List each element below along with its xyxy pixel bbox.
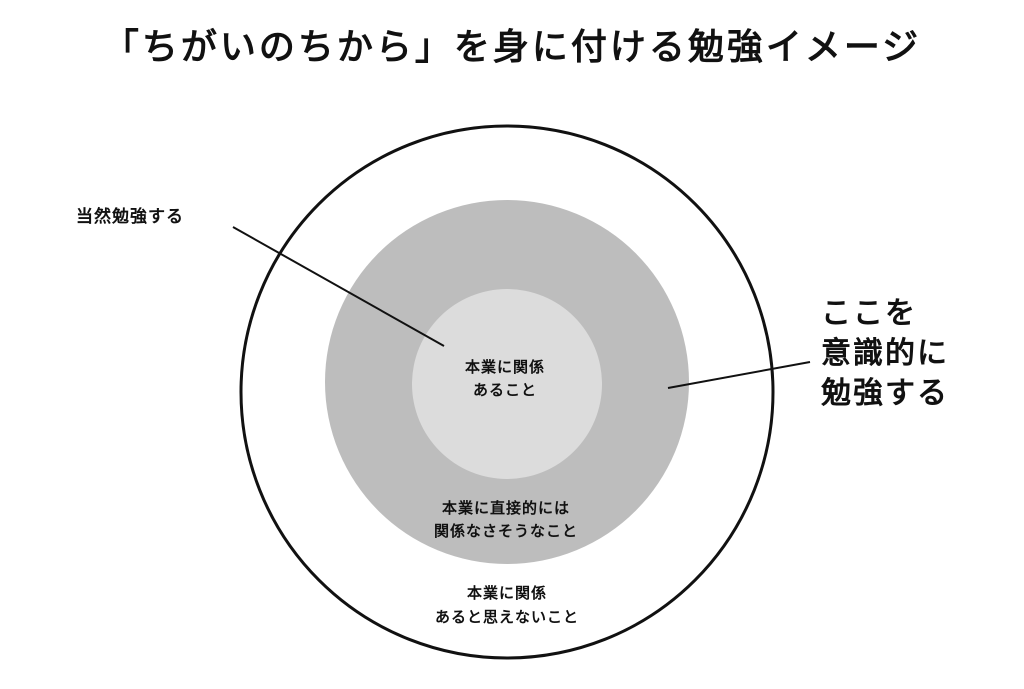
default-study-label: 当然勉強する bbox=[76, 207, 184, 227]
focus-leader-line bbox=[667, 361, 811, 389]
middle-label-line-1: 本業に直接的には bbox=[441, 499, 571, 517]
focus-label-line-3: 勉強する bbox=[821, 376, 949, 411]
middle-label-line-2: 関係なさそうなこと bbox=[433, 522, 579, 540]
outer-ring-label: 本業に関係 あると思えないこと bbox=[435, 581, 579, 629]
middle-ring-label: 本業に直接的には 関係なさそうなこと bbox=[434, 497, 578, 543]
inner-label-line-2: あること bbox=[472, 381, 538, 399]
outer-label-line-1: 本業に関係 bbox=[466, 584, 548, 602]
default-study-leader-line bbox=[232, 226, 445, 347]
inner-circle bbox=[412, 289, 602, 479]
inner-circle-label: 本業に関係 あること bbox=[465, 356, 545, 402]
page-title: 「ちがいのちから」を身に付ける勉強イメージ bbox=[102, 27, 922, 68]
focus-label-line-2: 意識的に bbox=[821, 336, 949, 371]
focus-label-line-1: ここを bbox=[821, 296, 917, 331]
inner-label-line-1: 本業に関係 bbox=[464, 358, 546, 376]
focus-label: ここを 意識的に 勉強する bbox=[821, 294, 949, 414]
outer-label-line-2: あると思えないこと bbox=[434, 608, 580, 626]
